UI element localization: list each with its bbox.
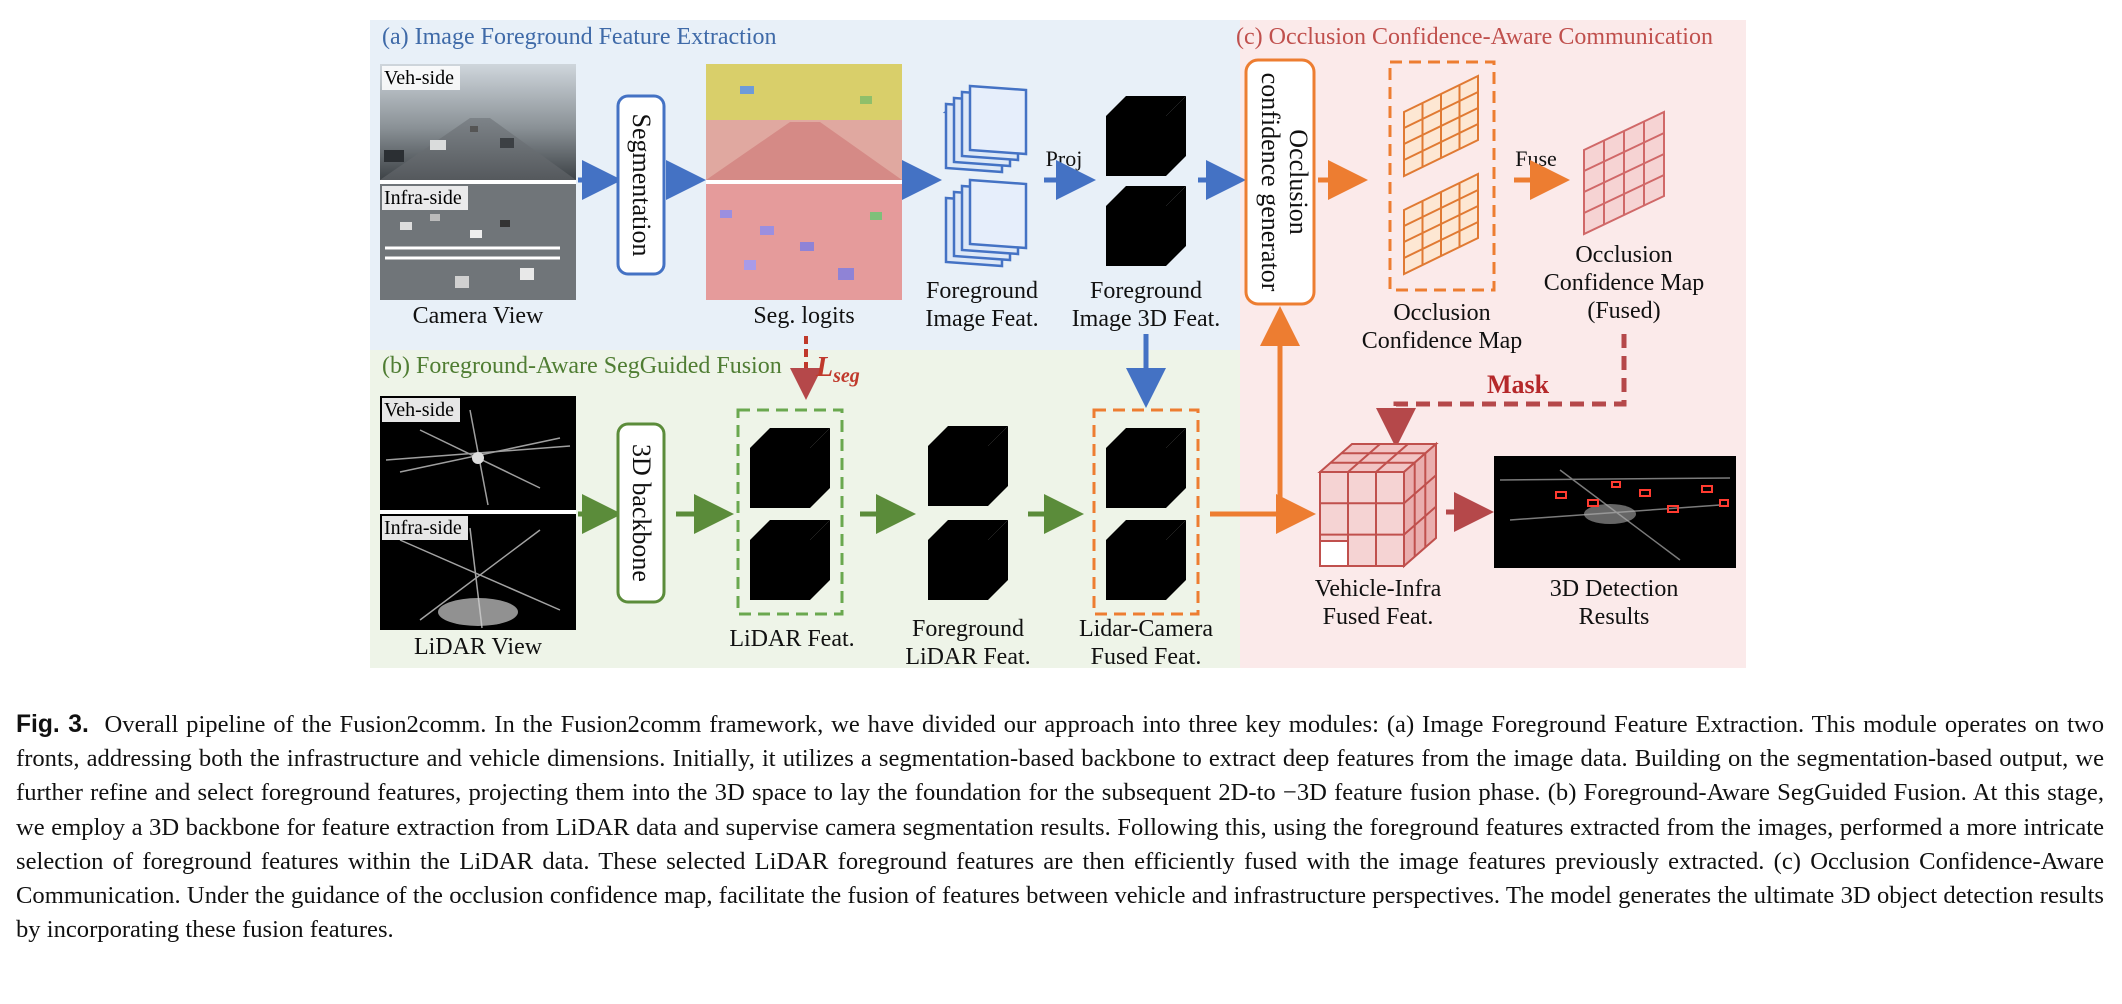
lc-fused-label-2: Fused Feat.	[1091, 644, 1202, 670]
occlusion-fused-grid	[1583, 110, 1665, 236]
backbone3d-block	[616, 422, 666, 604]
seg-logits-label: Seg. logits	[753, 303, 854, 329]
occlusion-map-dashed-box	[1388, 60, 1496, 292]
camera-view-label: Camera View	[413, 303, 544, 329]
lidar-view-label: LiDAR View	[414, 634, 543, 660]
occlusion-generator-label-2: confidence generator	[1256, 73, 1285, 292]
occlusion-map-grid-top	[1403, 74, 1479, 178]
occlusion-map-label-2: Confidence Map	[1362, 328, 1523, 354]
lidar-feat-cube-bottom	[750, 520, 830, 600]
lc-fused-cube-top	[1106, 428, 1186, 508]
fg-image-feat-stack-top	[942, 84, 1028, 174]
lidar-feat-dashed-box	[736, 408, 844, 616]
fg-image3d-cube-top	[1106, 96, 1186, 176]
backbone3d-label: 3D backbone	[627, 444, 656, 582]
detection-label-1: 3D Detection	[1550, 576, 1679, 602]
occlusion-generator-label-1: Occlusion	[1284, 129, 1313, 234]
occlusion-fused-label-3: (Fused)	[1587, 298, 1660, 324]
camera-infra-label: Infra-side	[384, 187, 462, 209]
caption-lead: Overall pipeline of the Fusion2comm.	[104, 711, 487, 738]
fg-image-feat-stack-bottom	[944, 178, 1028, 268]
figure-caption: Fig. 3. Overall pipeline of the Fusion2c…	[16, 708, 2104, 947]
fg-image3d-label-2: Image 3D Feat.	[1072, 306, 1221, 332]
panel-b-title: (b) Foreground-Aware SegGuided Fusion	[382, 353, 782, 379]
lidar-veh-image: Veh-side	[380, 396, 576, 510]
fg-image3d-label-1: Foreground	[1090, 278, 1202, 304]
lidar-feat-cube-top	[750, 428, 830, 508]
proj-label: Proj	[1046, 146, 1083, 171]
pipeline-figure: .blue .ctop{fill:#dbe6f6;} .blue .cside{…	[370, 20, 1746, 670]
fg-image-feat-label-2: Image Feat.	[925, 306, 1038, 332]
segmentation-block	[616, 94, 666, 276]
occlusion-map-label-1: Occlusion	[1393, 300, 1490, 326]
camera-infra-image: Infra-side	[380, 184, 576, 300]
lidar-feat-label: LiDAR Feat.	[729, 626, 854, 652]
camera-veh-label: Veh-side	[384, 67, 454, 89]
occlusion-fused-label-2: Confidence Map	[1544, 270, 1705, 296]
vi-fused-cube	[1317, 441, 1439, 569]
fg-image-feat-label-1: Foreground	[926, 278, 1038, 304]
seg-logits-veh-image	[706, 64, 902, 180]
caption-label: Fig. 3.	[16, 711, 89, 738]
lc-fused-dashed-box	[1092, 408, 1200, 616]
fg-lidar-label-1: Foreground	[912, 616, 1024, 642]
fg-lidar-label-2: LiDAR Feat.	[905, 644, 1030, 670]
panel-c-title: (c) Occlusion Confidence-Aware Communica…	[1236, 24, 1713, 50]
mask-label: Mask	[1487, 370, 1550, 399]
lidar-veh-label: Veh-side	[384, 399, 454, 421]
caption-body: In the Fusion2comm framework, we have di…	[16, 711, 2104, 944]
lidar-infra-label: Infra-side	[384, 517, 462, 539]
detection-results-image	[1494, 456, 1736, 568]
lseg-label: Lseg	[815, 352, 860, 387]
fg-lidar-cube-top	[928, 426, 1008, 506]
lc-fused-label-1: Lidar-Camera	[1079, 616, 1213, 642]
occlusion-fused-label-1: Occlusion	[1575, 242, 1672, 268]
panel-a-title: (a) Image Foreground Feature Extraction	[382, 24, 777, 50]
detection-label-2: Results	[1579, 604, 1650, 630]
vi-fused-label-1: Vehicle-Infra	[1315, 576, 1442, 602]
fg-lidar-cube-bottom	[928, 520, 1008, 600]
mask-dashed-path	[1376, 334, 1627, 448]
occlusion-generator-block	[1244, 58, 1316, 306]
segmentation-label: Segmentation	[627, 114, 656, 257]
lc-fused-cube-bottom	[1106, 520, 1186, 600]
lidar-infra-image: Infra-side	[380, 514, 576, 630]
seg-logits-infra-image	[706, 184, 902, 300]
vi-fused-label-2: Fused Feat.	[1323, 604, 1434, 630]
fg-image3d-cube-bottom	[1106, 186, 1186, 266]
occlusion-map-grid-bottom	[1403, 172, 1479, 276]
fuse-label: Fuse	[1515, 146, 1557, 171]
camera-veh-image: Veh-side	[380, 64, 576, 180]
